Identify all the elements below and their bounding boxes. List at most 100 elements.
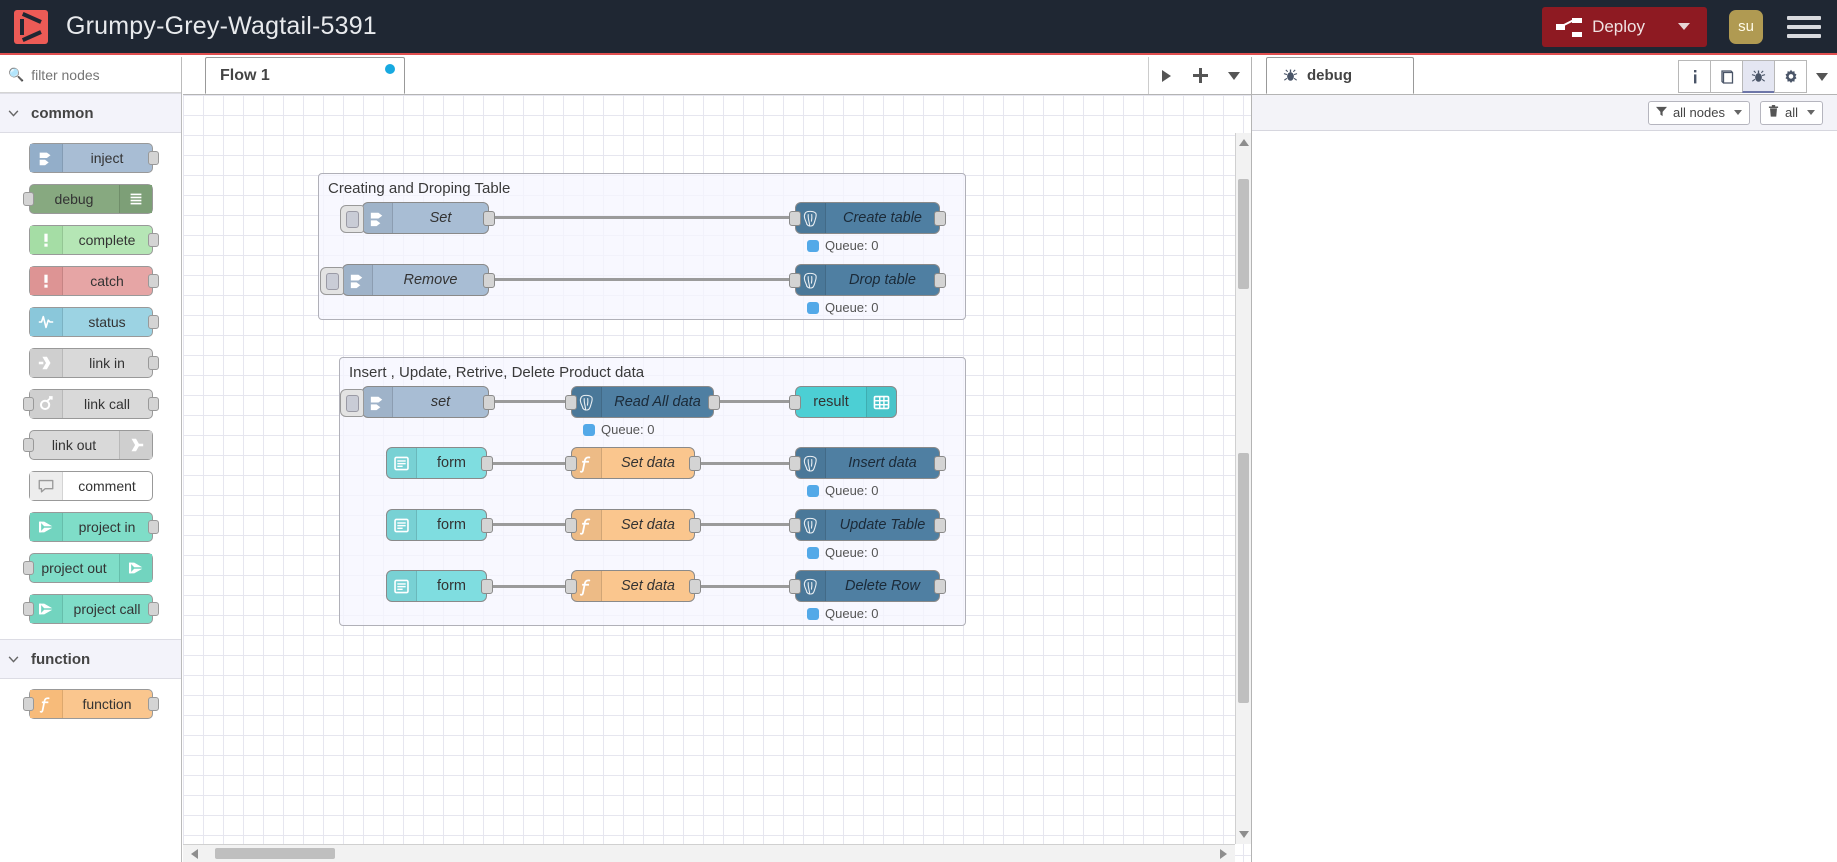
flow-node-drop-table[interactable]: Drop table [789, 264, 946, 296]
search-input[interactable] [31, 66, 172, 83]
flow-node-set-data-1[interactable]: Set data [565, 447, 701, 479]
flow-node-set-inject-2[interactable]: set [340, 386, 495, 418]
node-input-port[interactable] [789, 211, 801, 226]
node-output-port[interactable] [147, 315, 159, 329]
node-input-port[interactable] [22, 561, 34, 575]
node-input-port[interactable] [22, 697, 34, 711]
node-input-port[interactable] [22, 192, 34, 206]
hamburger-menu-icon[interactable] [1787, 11, 1821, 43]
node-output-port[interactable] [147, 397, 159, 411]
palette-node-status[interactable]: status [28, 307, 159, 337]
node-output-port[interactable] [481, 518, 493, 533]
deploy-dropdown-button[interactable] [1661, 7, 1707, 47]
node-output-port[interactable] [483, 395, 495, 410]
clear-all-dropdown[interactable]: all [1759, 100, 1823, 125]
palette-node-comment[interactable]: comment [28, 471, 153, 501]
palette-category-function[interactable]: function [0, 639, 181, 679]
node-output-port[interactable] [481, 579, 493, 594]
node-wire[interactable] [487, 462, 571, 465]
node-wire[interactable] [695, 462, 795, 465]
flow-node-read-all-data[interactable]: Read All data [565, 386, 720, 418]
plus-icon[interactable] [1183, 57, 1217, 94]
node-wire[interactable] [489, 400, 571, 403]
flow-node-set-data-3[interactable]: Set data [565, 570, 701, 602]
chevron-down-icon[interactable] [1807, 60, 1837, 93]
node-output-port[interactable] [483, 211, 495, 226]
node-output-port[interactable] [689, 456, 701, 471]
node-output-port[interactable] [708, 395, 720, 410]
node-input-port[interactable] [789, 395, 801, 410]
flow-node-set-data-2[interactable]: Set data [565, 509, 701, 541]
node-input-port[interactable] [789, 518, 801, 533]
palette-node-project-in[interactable]: project in [28, 512, 159, 542]
palette-node-link-in[interactable]: link in [28, 348, 159, 378]
palette-node-complete[interactable]: complete [28, 225, 159, 255]
node-output-port[interactable] [934, 456, 946, 471]
palette-node-inject[interactable]: inject [28, 143, 159, 173]
horizontal-scroll-thumb[interactable] [215, 848, 335, 859]
gear-icon[interactable] [1774, 60, 1807, 93]
node-wire[interactable] [489, 278, 795, 281]
node-output-port[interactable] [934, 211, 946, 226]
flow-node-remove-inject[interactable]: Remove [320, 264, 495, 296]
node-output-port[interactable] [147, 356, 159, 370]
avatar[interactable]: su [1729, 9, 1763, 44]
node-output-port[interactable] [147, 233, 159, 247]
flow-node-delete-row[interactable]: Delete Row [789, 570, 946, 602]
scroll-down-arrow-icon[interactable] [1239, 831, 1249, 838]
bug-icon[interactable] [1742, 60, 1775, 93]
scroll-right-arrow-icon[interactable] [1220, 849, 1227, 859]
node-output-port[interactable] [934, 579, 946, 594]
node-input-port[interactable] [565, 395, 577, 410]
palette-node-project-out[interactable]: project out [22, 553, 153, 583]
vertical-scroll-thumb[interactable] [1238, 179, 1249, 289]
node-output-port[interactable] [934, 273, 946, 288]
node-wire[interactable] [695, 523, 795, 526]
node-wire[interactable] [487, 585, 571, 588]
node-output-port[interactable] [147, 697, 159, 711]
node-output-port[interactable] [689, 518, 701, 533]
node-wire[interactable] [489, 216, 795, 219]
node-input-port[interactable] [565, 456, 577, 471]
node-output-port[interactable] [147, 274, 159, 288]
node-input-port[interactable] [789, 456, 801, 471]
tab-flow-1[interactable]: Flow 1 [205, 57, 405, 94]
node-output-port[interactable] [147, 520, 159, 534]
node-output-port[interactable] [481, 456, 493, 471]
inject-trigger-button[interactable] [340, 205, 364, 233]
node-output-port[interactable] [934, 518, 946, 533]
flow-node-insert-data[interactable]: Insert data [789, 447, 946, 479]
node-output-port[interactable] [689, 579, 701, 594]
chevron-down-icon[interactable] [1217, 57, 1251, 94]
canvas-vertical-scrollbar[interactable] [1235, 133, 1251, 844]
node-wire[interactable] [714, 400, 795, 403]
debug-message-list[interactable] [1252, 189, 1837, 862]
flow-node-set-inject-1[interactable]: Set [340, 202, 495, 234]
flow-node-create-table[interactable]: Create table [789, 202, 946, 234]
node-output-port[interactable] [483, 273, 495, 288]
flow-node-form-1[interactable]: form [386, 447, 493, 479]
palette-node-function[interactable]: function [22, 689, 159, 719]
info-i-icon[interactable] [1678, 60, 1711, 93]
scroll-left-arrow-icon[interactable] [191, 849, 198, 859]
node-wire[interactable] [695, 585, 795, 588]
inject-trigger-button[interactable] [340, 389, 364, 417]
node-input-port[interactable] [789, 273, 801, 288]
flow-node-result-table[interactable]: result [789, 386, 897, 418]
palette-node-debug[interactable]: debug [22, 184, 153, 214]
palette-node-catch[interactable]: catch [28, 266, 159, 296]
node-input-port[interactable] [22, 602, 34, 616]
node-output-port[interactable] [147, 602, 159, 616]
flow-node-form-3[interactable]: form [386, 570, 493, 602]
book-icon[interactable] [1710, 60, 1743, 93]
node-input-port[interactable] [565, 579, 577, 594]
tab-debug[interactable]: debug [1266, 57, 1414, 94]
node-output-port[interactable] [147, 151, 159, 165]
palette-category-common[interactable]: common [0, 93, 181, 133]
node-input-port[interactable] [22, 438, 34, 452]
flow-node-update-table[interactable]: Update Table [789, 509, 946, 541]
filter-all-nodes-dropdown[interactable]: all nodes [1647, 100, 1750, 125]
inject-trigger-button[interactable] [320, 267, 344, 295]
node-wire[interactable] [487, 523, 571, 526]
node-input-port[interactable] [789, 579, 801, 594]
